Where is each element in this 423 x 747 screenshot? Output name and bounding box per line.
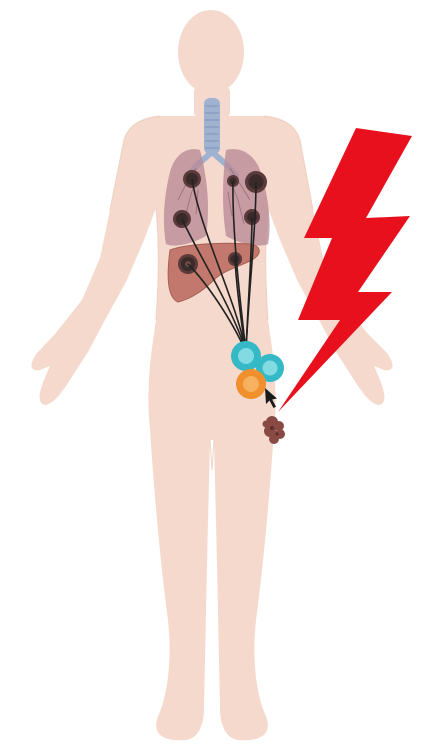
head [178, 10, 244, 94]
orange-cell [236, 369, 266, 399]
